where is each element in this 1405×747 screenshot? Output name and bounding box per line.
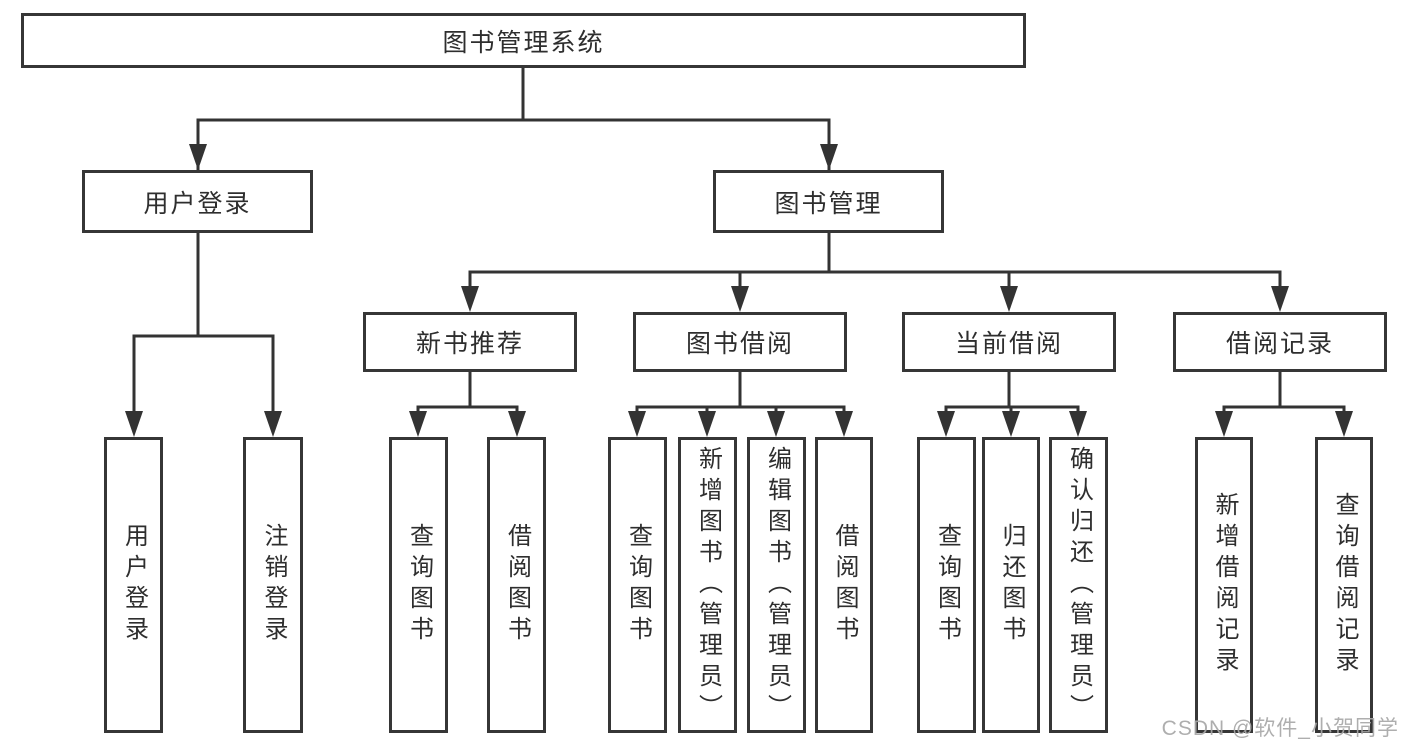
arrow-down-icon: [628, 411, 646, 437]
node-new-book-recommend: 新书推荐: [363, 312, 577, 372]
arrow-down-icon: [1069, 411, 1087, 437]
node-user-login: 用户登录: [82, 170, 313, 233]
leaf-edit-book-admin: 编辑图书（管理员）: [747, 437, 806, 733]
arrow-down-icon: [1335, 411, 1353, 437]
arrow-down-icon: [820, 144, 838, 170]
leaf-confirm-return-admin: 确认归还（管理员）: [1049, 437, 1108, 733]
leaf-borrow-books: 借阅图书: [815, 437, 873, 733]
leaf-borrow-books-recommend: 借阅图书: [487, 437, 546, 733]
arrow-down-icon: [937, 411, 955, 437]
arrow-down-icon: [125, 411, 143, 437]
node-borrow-records: 借阅记录: [1173, 312, 1387, 372]
connector-line: [635, 371, 846, 433]
arrow-down-icon: [409, 411, 427, 437]
arrow-down-icon: [264, 411, 282, 437]
leaf-add-borrow-record: 新增借阅记录: [1195, 437, 1253, 733]
connector-user-login-children: [125, 231, 282, 437]
connector-line: [468, 231, 1282, 308]
connector-line: [1222, 371, 1346, 433]
leaf-user-login: 用户登录: [104, 437, 163, 733]
connector-root-to-level2: [189, 66, 838, 170]
arrow-down-icon: [698, 411, 716, 437]
csdn-watermark: CSDN @软件_小贺同学: [1161, 717, 1399, 740]
arrow-down-icon: [189, 144, 207, 170]
arrow-down-icon: [1215, 411, 1233, 437]
leaf-query-books-current: 查询图书: [917, 437, 976, 733]
arrow-down-icon: [835, 411, 853, 437]
connector-line: [416, 371, 519, 433]
connector-borrow-records-children: [1215, 371, 1353, 437]
connector-line: [132, 231, 275, 433]
arrow-down-icon: [461, 286, 479, 312]
leaf-query-books-borrow: 查询图书: [608, 437, 667, 733]
leaf-return-book: 归还图书: [982, 437, 1040, 733]
leaf-query-borrow-record: 查询借阅记录: [1315, 437, 1373, 733]
arrow-down-icon: [1000, 286, 1018, 312]
node-book-management: 图书管理: [713, 170, 944, 233]
arrow-down-icon: [731, 286, 749, 312]
node-book-borrow: 图书借阅: [633, 312, 847, 372]
arrow-down-icon: [508, 411, 526, 437]
leaf-query-books-recommend: 查询图书: [389, 437, 448, 733]
arrow-down-icon: [767, 411, 785, 437]
node-root: 图书管理系统: [21, 13, 1026, 68]
leaf-logout-login: 注销登录: [243, 437, 303, 733]
connector-book-borrow-children: [628, 371, 853, 437]
arrow-down-icon: [1002, 411, 1020, 437]
connector-new-books-children: [409, 371, 526, 437]
arrow-down-icon: [1271, 286, 1289, 312]
connector-book-management-to-level3: [461, 231, 1289, 312]
node-current-borrow: 当前借阅: [902, 312, 1116, 372]
connector-current-borrow-children: [937, 371, 1087, 437]
connector-line: [196, 66, 831, 170]
leaf-add-book-admin: 新增图书（管理员）: [678, 437, 737, 733]
